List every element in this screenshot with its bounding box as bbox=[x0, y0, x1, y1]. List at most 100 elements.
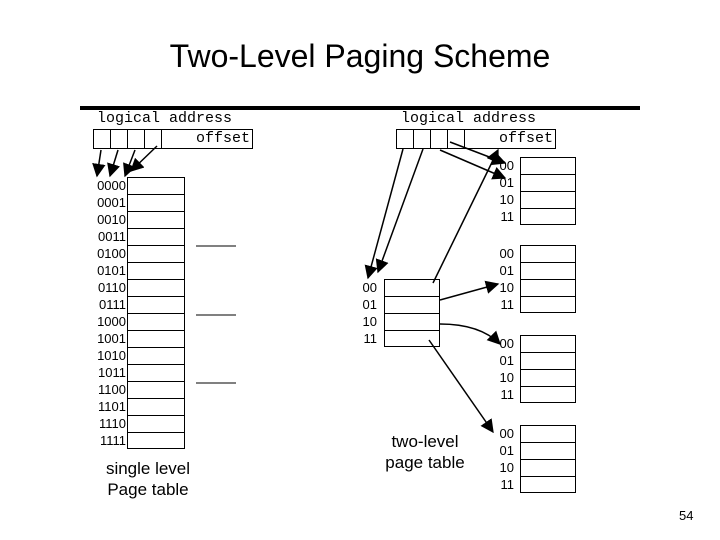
inner-table-entry-label: 10 bbox=[499, 192, 514, 207]
single-level-table-row bbox=[128, 416, 184, 433]
right-logical-address-label: logical address bbox=[401, 110, 537, 127]
two-level-caption-line1: two-level bbox=[391, 432, 459, 451]
single-level-entry-label: 1010 bbox=[97, 348, 126, 363]
inner-table-entry-label: 10 bbox=[499, 280, 514, 295]
single-level-entry-labels: 0000 0001 0010 0011 0100 0101 0110 0111 1000 1001… bbox=[84, 177, 126, 449]
arrow-left-bit-2 bbox=[107, 149, 121, 178]
single-level-table-row bbox=[128, 331, 184, 348]
outer-table-entry-label: 10 bbox=[362, 314, 377, 329]
arrow-right-bit-2 bbox=[375, 148, 424, 274]
single-level-entry-label: 0111 bbox=[99, 297, 126, 312]
single-level-table-row bbox=[128, 195, 184, 212]
left-logical-address-label: logical address bbox=[97, 110, 233, 127]
left-address-bit-1 bbox=[94, 130, 111, 148]
left-logical-address-box: offset bbox=[93, 129, 253, 149]
inner-table-entry-label: 10 bbox=[499, 370, 514, 385]
title-rule bbox=[80, 106, 640, 110]
arrow-right-bit-3 bbox=[439, 149, 507, 180]
inner-table-row bbox=[521, 426, 575, 443]
single-level-caption-line1: single level bbox=[105, 459, 191, 478]
single-level-entry-label: 1111 bbox=[99, 433, 126, 448]
right-offset-label: offset bbox=[498, 130, 553, 147]
outer-table-entry-label: 00 bbox=[362, 280, 377, 295]
single-level-table-row bbox=[128, 212, 184, 229]
single-level-table-row bbox=[128, 314, 184, 331]
inner-table-row bbox=[521, 443, 575, 460]
inner-table-entry-label: 01 bbox=[499, 443, 514, 458]
single-level-entry-label: 1000 bbox=[97, 314, 126, 329]
inner-table-row bbox=[521, 158, 575, 175]
inner-table-row bbox=[521, 263, 575, 280]
inner-table-3-labels: 00 01 10 11 bbox=[480, 335, 514, 403]
inner-table-row bbox=[521, 175, 575, 192]
inner-table-row bbox=[521, 336, 575, 353]
arrow-outer-01 bbox=[439, 280, 500, 301]
single-level-entry-label: 0001 bbox=[97, 195, 126, 210]
inner-table-row bbox=[521, 280, 575, 297]
inner-table-entry-label: 00 bbox=[499, 246, 514, 261]
inner-table-entry-label: 11 bbox=[500, 209, 515, 224]
left-address-bit-2 bbox=[111, 130, 128, 148]
inner-table-entry-label: 10 bbox=[499, 460, 514, 475]
single-level-table-row bbox=[128, 382, 184, 399]
left-address-bit-4 bbox=[145, 130, 162, 148]
outer-table-entry-label: 11 bbox=[363, 331, 378, 346]
single-level-entry-label: 0011 bbox=[98, 229, 126, 244]
arrow-right-bit-1 bbox=[364, 148, 404, 280]
right-address-bit-2 bbox=[414, 130, 431, 148]
inner-table-row bbox=[521, 370, 575, 387]
left-offset-label: offset bbox=[195, 130, 250, 147]
arrow-outer-10 bbox=[439, 323, 501, 345]
inner-table-entry-label: 01 bbox=[499, 353, 514, 368]
arrow-outer-11 bbox=[428, 339, 494, 434]
outer-page-table bbox=[384, 279, 440, 347]
inner-page-table-1 bbox=[520, 157, 576, 225]
outer-table-row bbox=[385, 280, 439, 297]
single-level-entry-label: 0101 bbox=[97, 263, 126, 278]
inner-table-entry-label: 00 bbox=[499, 426, 514, 441]
arrow-left-bit-3 bbox=[123, 149, 136, 178]
single-level-table-row bbox=[128, 280, 184, 297]
single-level-table-row bbox=[128, 229, 184, 246]
right-address-bit-3 bbox=[431, 130, 448, 148]
inner-table-row bbox=[521, 246, 575, 263]
single-level-entry-label: 1110 bbox=[99, 416, 126, 431]
inner-page-table-4 bbox=[520, 425, 576, 493]
page-number: 54 bbox=[679, 508, 694, 523]
right-logical-address-box: offset bbox=[396, 129, 556, 149]
inner-table-row bbox=[521, 192, 575, 209]
single-level-table-row bbox=[128, 178, 184, 195]
inner-table-entry-label: 11 bbox=[500, 477, 515, 492]
single-level-entry-label: 1100 bbox=[98, 382, 126, 397]
arrow-left-bit-4 bbox=[130, 145, 158, 172]
outer-table-row bbox=[385, 297, 439, 314]
single-level-entry-label: 1011 bbox=[98, 365, 126, 380]
slide-title: Two-Level Paging Scheme bbox=[169, 38, 551, 74]
single-level-table-row bbox=[128, 263, 184, 280]
single-level-caption-line2: Page table bbox=[107, 480, 189, 499]
inner-page-table-3 bbox=[520, 335, 576, 403]
inner-table-entry-label: 01 bbox=[499, 263, 514, 278]
inner-table-entry-label: 11 bbox=[500, 297, 515, 312]
inner-table-entry-label: 11 bbox=[500, 387, 515, 402]
left-address-bit-3 bbox=[128, 130, 145, 148]
right-address-bit-4 bbox=[448, 130, 465, 148]
single-level-page-table bbox=[127, 177, 185, 449]
arrow-left-bit-1 bbox=[92, 149, 106, 178]
single-level-table-row bbox=[128, 399, 184, 416]
right-address-bit-1 bbox=[397, 130, 414, 148]
outer-table-entry-labels: 00 01 10 11 bbox=[345, 279, 377, 347]
inner-table-row bbox=[521, 353, 575, 370]
single-level-entry-label: 1101 bbox=[98, 399, 126, 414]
single-level-entry-label: 0010 bbox=[97, 212, 126, 227]
single-level-table-row bbox=[128, 348, 184, 365]
outer-table-entry-label: 01 bbox=[362, 297, 377, 312]
single-level-entry-label: 0100 bbox=[97, 246, 126, 261]
inner-table-2-labels: 00 01 10 11 bbox=[480, 245, 514, 313]
single-level-entry-label: 0000 bbox=[97, 178, 126, 193]
single-level-entry-label: 0110 bbox=[98, 280, 126, 295]
inner-page-table-2 bbox=[520, 245, 576, 313]
inner-table-entry-label: 00 bbox=[499, 336, 514, 351]
single-level-entry-label: 1001 bbox=[97, 331, 126, 346]
